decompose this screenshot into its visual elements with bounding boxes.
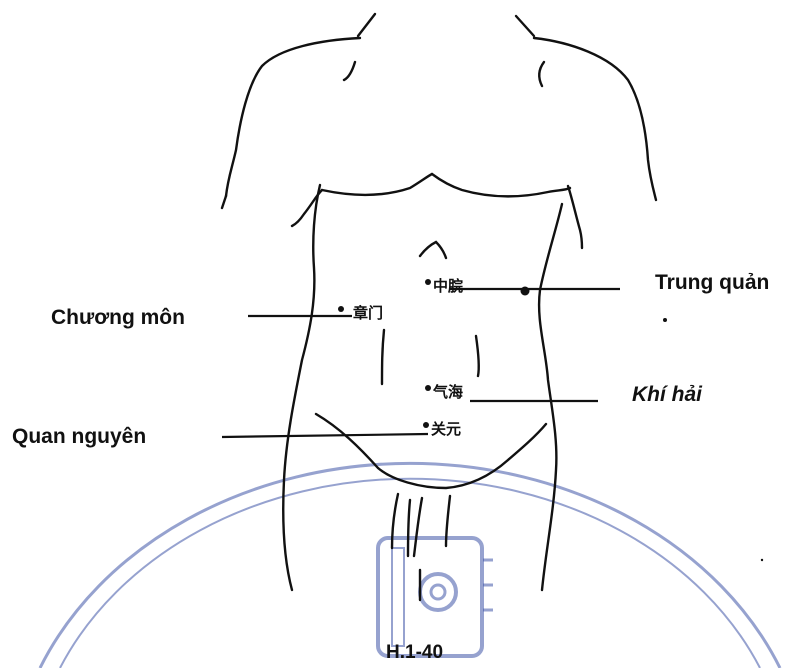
point-guanyuan (423, 422, 429, 428)
label-trung-quan: Trung quản (655, 271, 769, 295)
stray-dot (663, 318, 667, 322)
cjk-qihai: 气海 (433, 381, 463, 402)
label-quan-nguyen: Quan nguyên (12, 425, 146, 449)
leader-quan-nguyen (222, 434, 428, 437)
label-chuong-mon: Chương môn (51, 306, 185, 330)
point-zhangmen (338, 306, 344, 312)
watermark-logo (40, 463, 780, 668)
cjk-zhangmen: 章门 (353, 302, 383, 323)
body-outline (222, 14, 656, 600)
cjk-guanyuan: 关元 (431, 418, 461, 439)
point-right-side (521, 287, 530, 296)
figure-caption: H.1-40 (386, 642, 443, 664)
point-zhongwan (425, 279, 431, 285)
leader-lines (222, 289, 620, 437)
stray-dot (761, 559, 763, 561)
label-khi-hai: Khí hải (632, 383, 702, 407)
point-qihai (425, 385, 431, 391)
cjk-zhongwan: 中脘 (433, 275, 463, 296)
